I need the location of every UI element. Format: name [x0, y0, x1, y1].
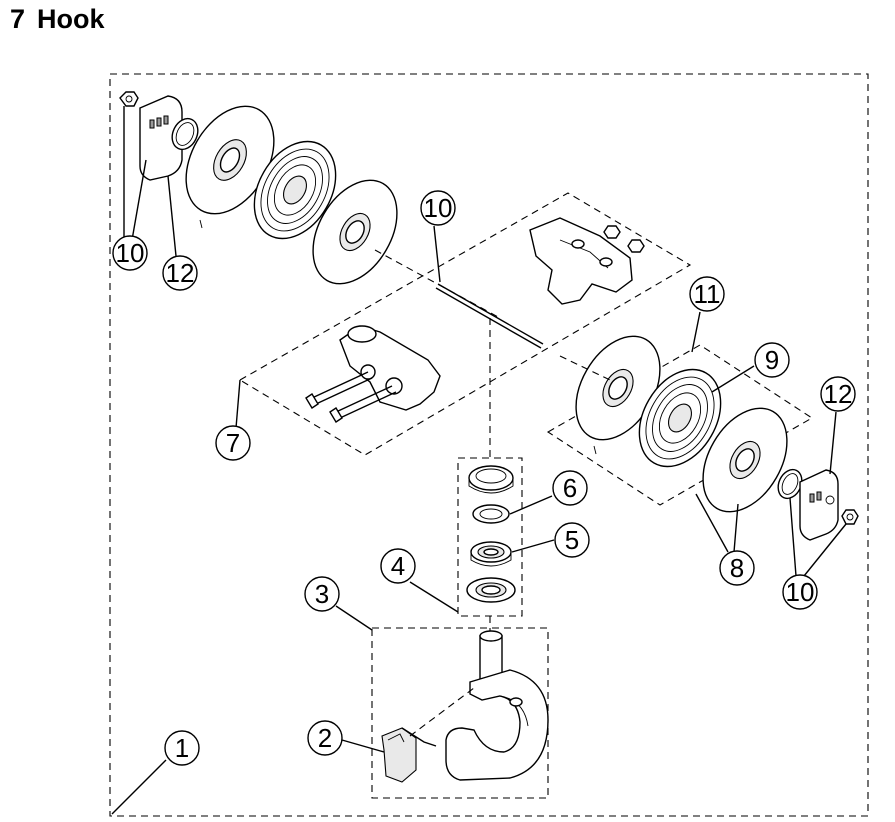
- svg-text:6: 6: [563, 473, 577, 503]
- svg-text:7: 7: [226, 428, 240, 458]
- svg-text:1: 1: [175, 733, 189, 763]
- page-title: 7 Hook: [10, 4, 105, 35]
- leader-lines: [111, 106, 847, 815]
- bearing-retaining-ring: [472, 504, 510, 524]
- hook-body: [445, 630, 549, 781]
- svg-text:2: 2: [318, 723, 332, 753]
- left-ring: [171, 117, 199, 151]
- callout-10-right: 10: [782, 574, 818, 610]
- sheave-group-boundary: [546, 344, 814, 506]
- axle-pin: [435, 283, 544, 349]
- svg-text:5: 5: [565, 525, 579, 555]
- svg-text:10: 10: [116, 238, 145, 268]
- frame-bolts: [305, 371, 397, 423]
- callout-10-top: 10: [420, 190, 456, 226]
- left-nut: [119, 91, 139, 107]
- latch-axis-dash: [409, 687, 475, 737]
- svg-text:12: 12: [824, 379, 853, 409]
- svg-text:10: 10: [786, 577, 815, 607]
- callout-4: 4: [380, 548, 416, 584]
- safety-latch: [381, 727, 437, 783]
- upper-frame-bracket: [529, 217, 633, 305]
- bearing-washer-top: [468, 465, 514, 494]
- thrust-bearing: [470, 541, 512, 567]
- section-number: 7: [10, 4, 26, 34]
- svg-text:10: 10: [424, 193, 453, 223]
- svg-text:3: 3: [315, 579, 329, 609]
- hook-group-boundary: [371, 627, 549, 799]
- right-axis-dash: [559, 355, 611, 381]
- svg-text:12: 12: [166, 258, 195, 288]
- left-side-plate: [139, 95, 183, 181]
- left-sheave: [253, 140, 337, 240]
- callout-6: 6: [552, 470, 588, 506]
- callout-12-left: 12: [162, 255, 198, 291]
- callout-3: 3: [304, 576, 340, 612]
- lower-frame-bracket: [339, 325, 441, 411]
- callout-1: 1: [164, 730, 200, 766]
- svg-text:9: 9: [765, 345, 779, 375]
- right-sheave: [638, 368, 722, 468]
- assembly-boundary: [109, 73, 869, 817]
- callout-12-right: 12: [820, 376, 856, 412]
- right-nut: [841, 509, 859, 525]
- svg-text:4: 4: [391, 551, 405, 581]
- callout-5: 5: [554, 522, 590, 558]
- svg-text:11: 11: [694, 279, 721, 309]
- right-cover-plate-1: [575, 335, 661, 455]
- frame-group-boundary: [238, 192, 692, 456]
- callout-10-left: 10: [112, 235, 148, 271]
- callout-9: 9: [754, 342, 790, 378]
- callout-8: 8: [719, 550, 755, 586]
- callout-2: 2: [307, 720, 343, 756]
- left-cover-plate-2: [312, 179, 398, 285]
- callout-7: 7: [215, 425, 251, 461]
- svg-text:8: 8: [730, 553, 744, 583]
- bearing-washer-bottom: [466, 577, 516, 603]
- right-side-plate: [799, 469, 839, 541]
- right-cover-plate-2: [702, 407, 788, 513]
- callout-11: 11: [689, 276, 725, 312]
- upper-frame-nuts: [603, 225, 645, 253]
- section-title: Hook: [37, 4, 105, 34]
